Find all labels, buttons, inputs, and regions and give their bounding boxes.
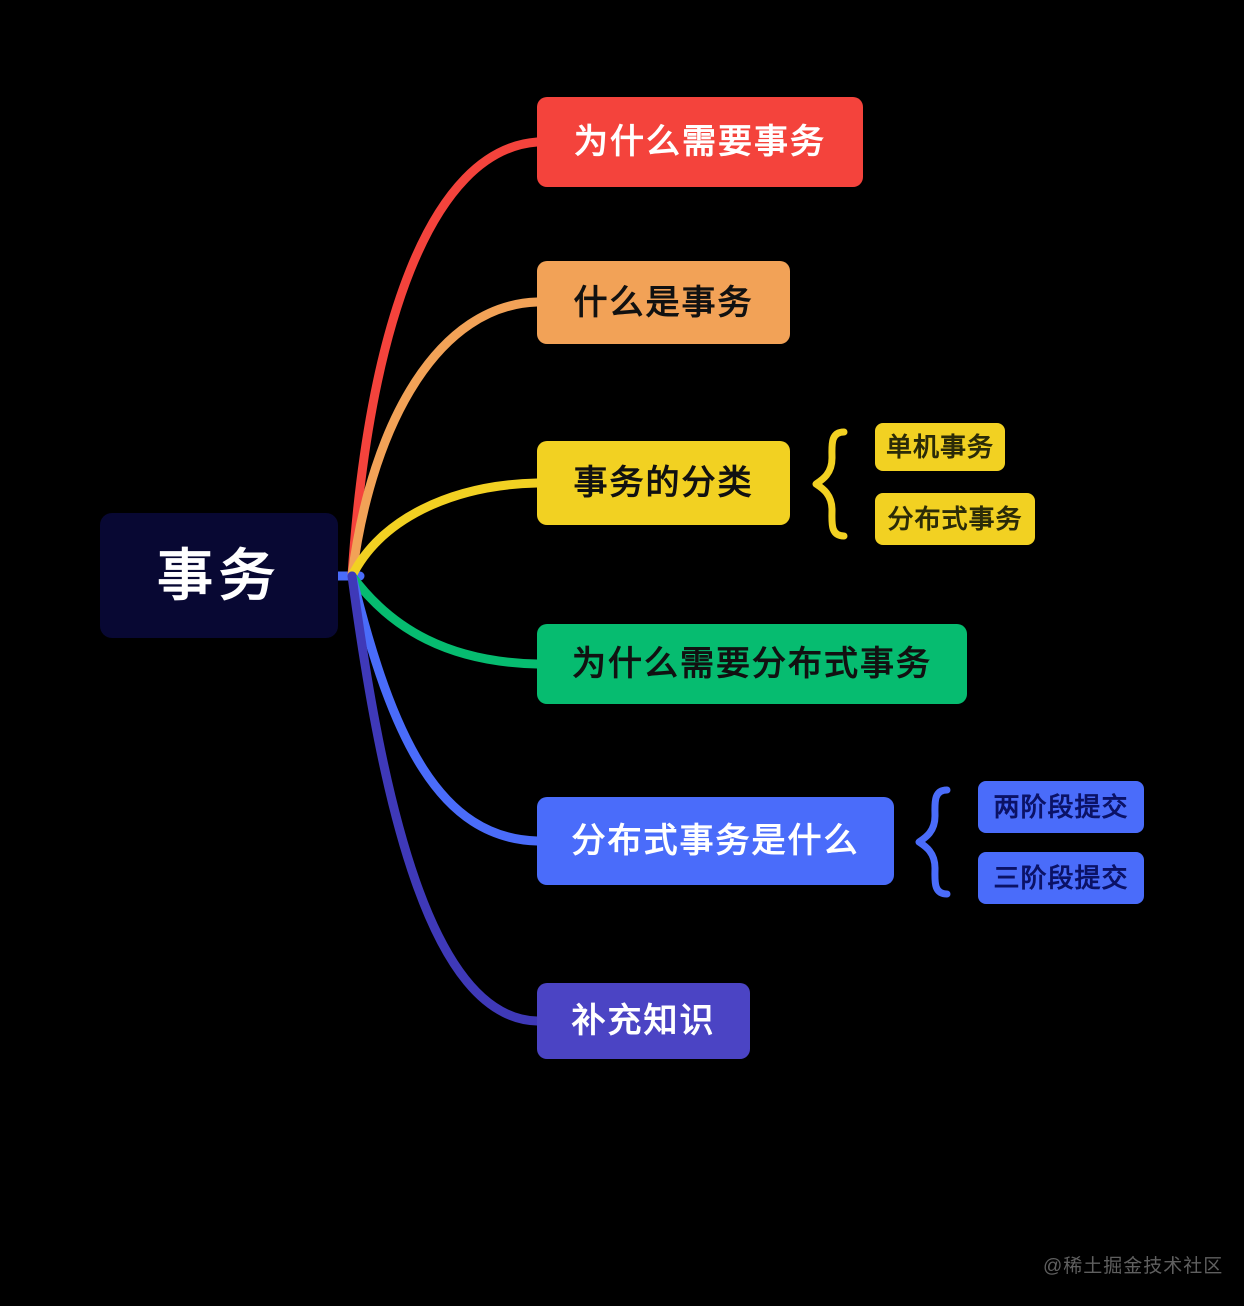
branch-node-5-label: 补充知识 — [571, 1002, 716, 1040]
edge-to-branch-5 — [347, 571, 542, 1026]
root-node[interactable]: 事务 — [100, 513, 338, 638]
branch-node-4-label: 分布式事务是什么 — [571, 822, 860, 860]
root-node-label: 事务 — [157, 543, 281, 607]
brace-branch-2 — [812, 428, 848, 540]
child-node-2-1-label: 分布式事务 — [887, 504, 1023, 534]
branch-node-0[interactable]: 为什么需要事务 — [537, 97, 863, 187]
child-node-4-1-label: 三阶段提交 — [993, 863, 1129, 893]
branch-node-3-label: 为什么需要分布式事务 — [572, 645, 932, 683]
edge-to-branch-3 — [347, 571, 542, 669]
edge-to-branch-4 — [347, 571, 542, 846]
edge-to-branch-0 — [347, 137, 542, 581]
branch-node-2-label: 事务的分类 — [573, 464, 754, 502]
edge-to-branch-2 — [347, 478, 542, 581]
child-node-4-0-label: 两阶段提交 — [993, 792, 1129, 822]
child-node-4-1[interactable]: 三阶段提交 — [978, 852, 1144, 904]
branch-node-1[interactable]: 什么是事务 — [537, 261, 790, 344]
child-node-2-0[interactable]: 单机事务 — [875, 423, 1005, 471]
branch-node-5[interactable]: 补充知识 — [537, 983, 750, 1059]
branch-node-2[interactable]: 事务的分类 — [537, 441, 790, 525]
brace-branch-4 — [915, 786, 951, 898]
watermark-text: @稀土掘金技术社区 — [1043, 1256, 1224, 1277]
branch-node-1-label: 什么是事务 — [573, 283, 754, 322]
child-node-2-0-label: 单机事务 — [885, 432, 994, 462]
watermark: @稀土掘金技术社区 — [1043, 1251, 1223, 1278]
child-node-4-0[interactable]: 两阶段提交 — [978, 781, 1144, 833]
branch-node-0-label: 为什么需要事务 — [574, 123, 826, 161]
branch-node-4[interactable]: 分布式事务是什么 — [537, 797, 894, 885]
child-node-2-1[interactable]: 分布式事务 — [875, 493, 1035, 545]
edge-to-branch-1 — [347, 297, 542, 581]
branch-node-3[interactable]: 为什么需要分布式事务 — [537, 624, 967, 704]
